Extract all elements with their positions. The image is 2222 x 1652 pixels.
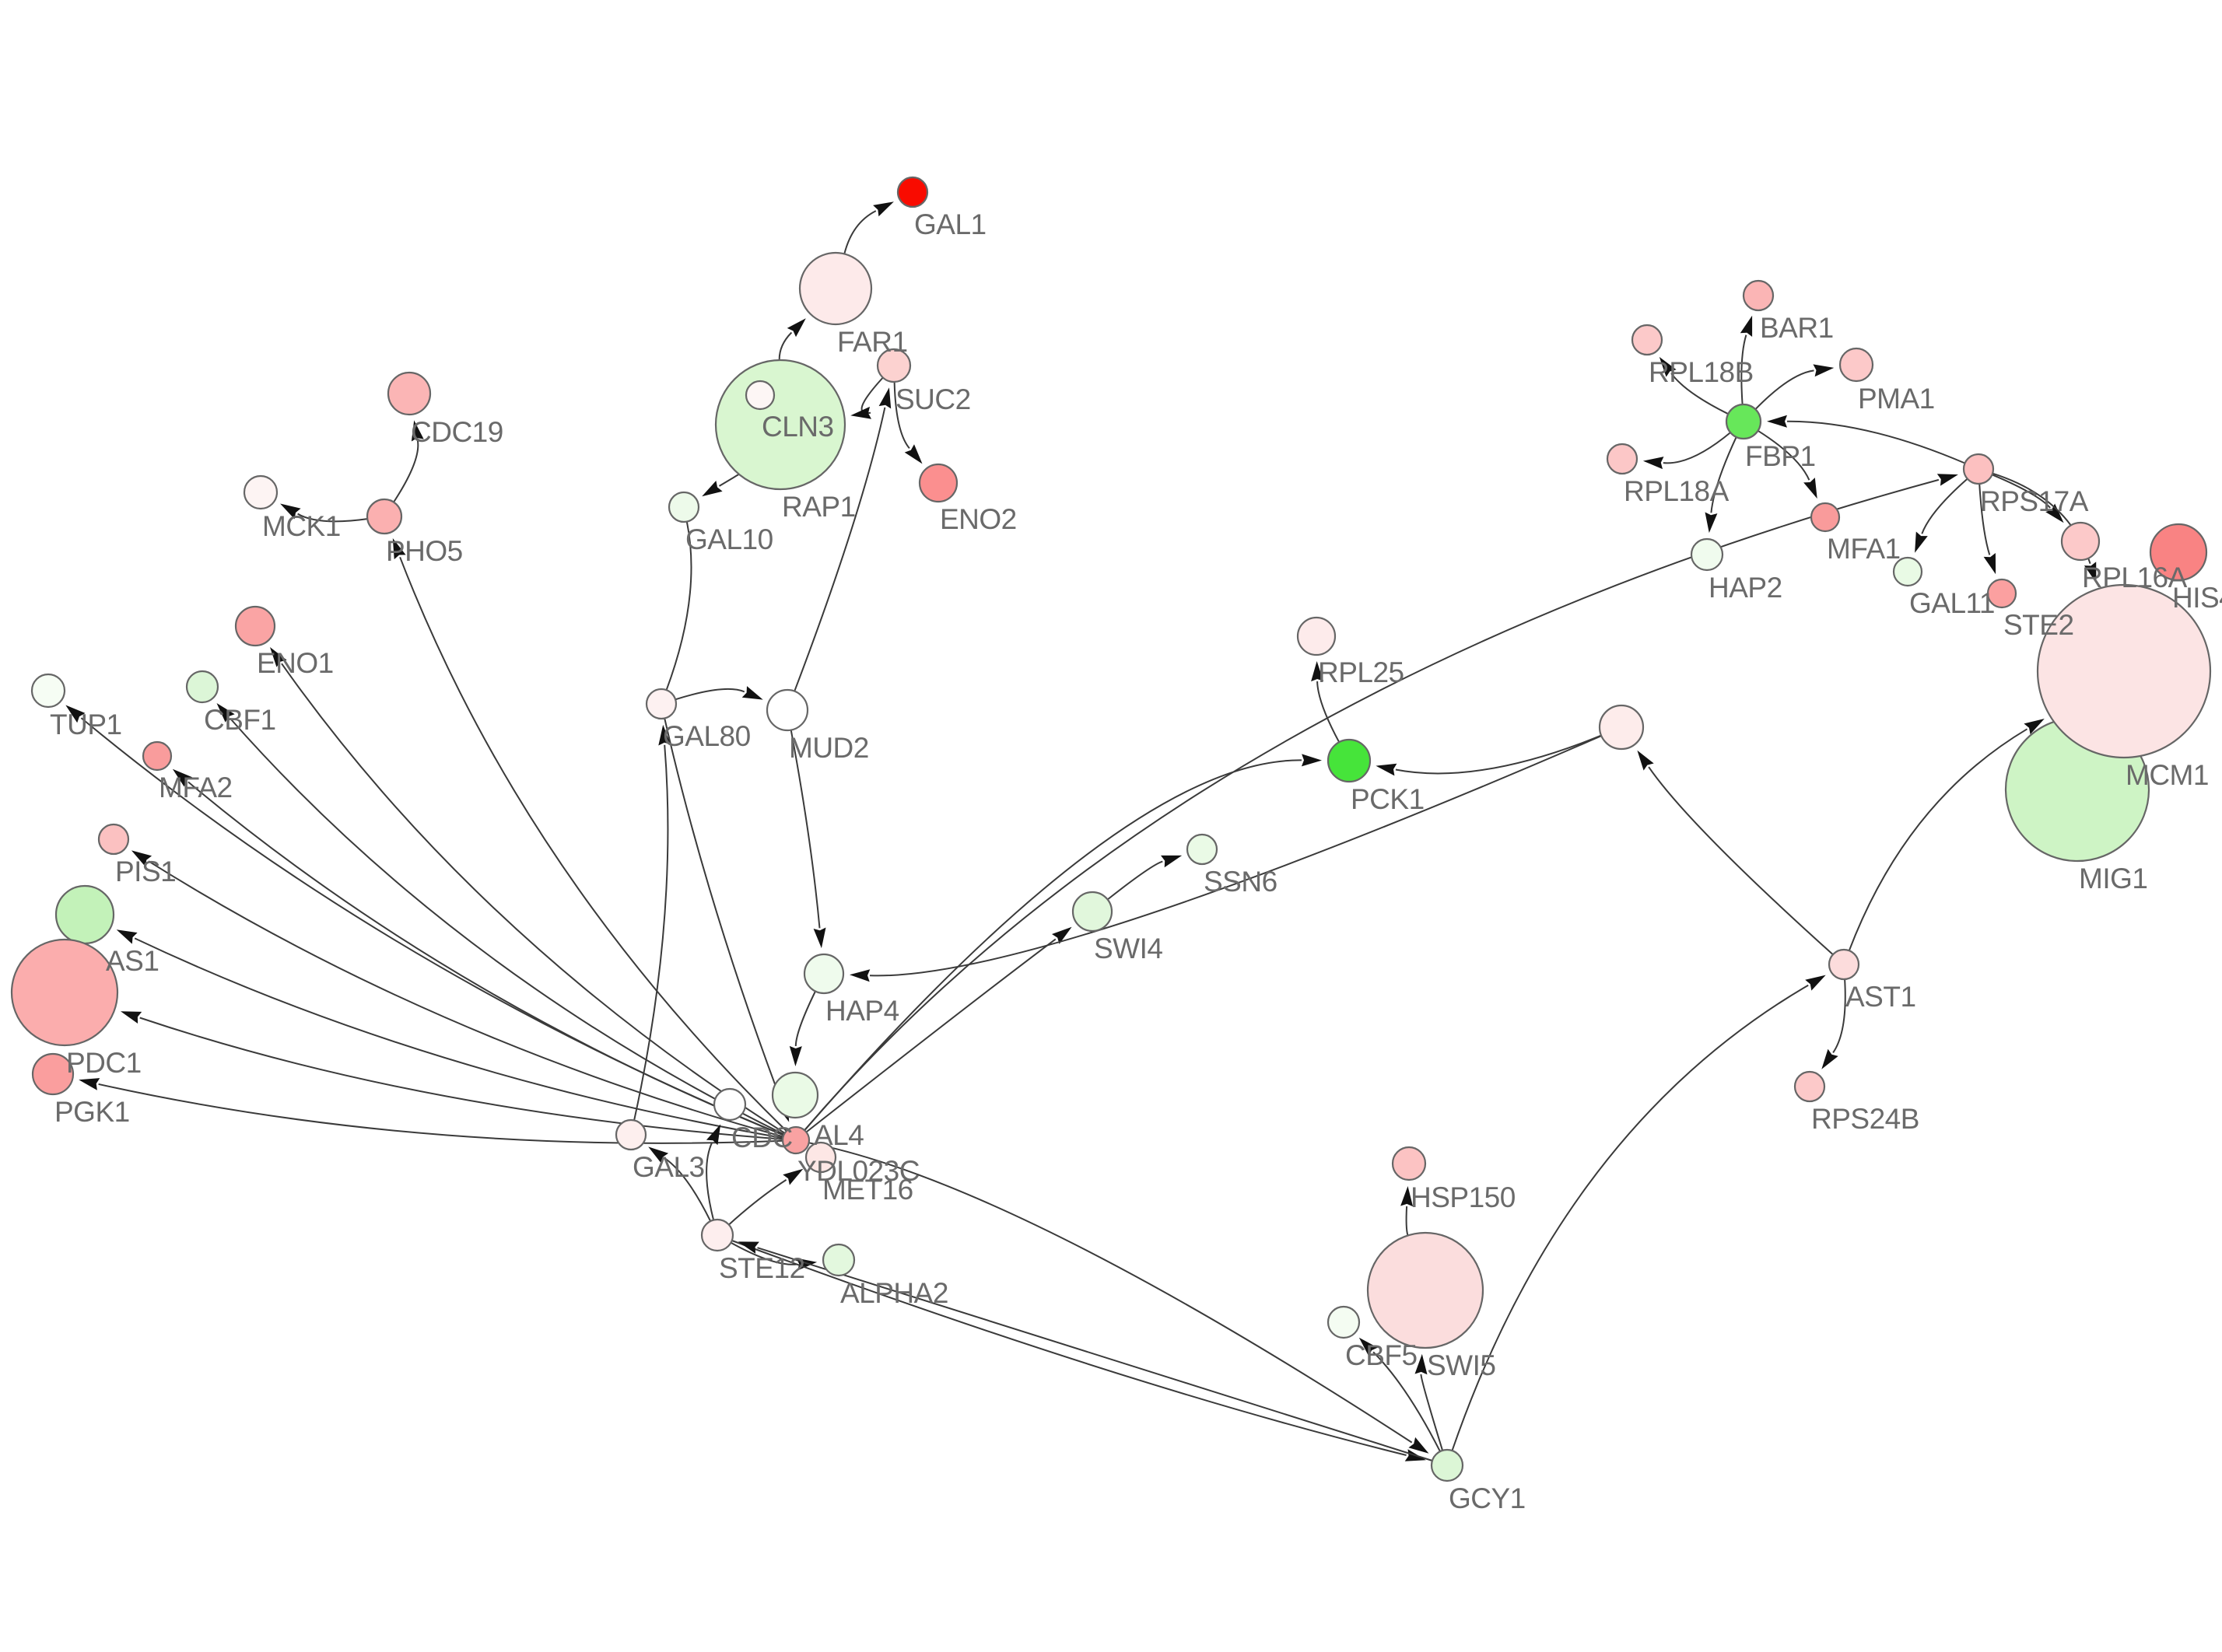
svg-text:RPS17A: RPS17A <box>1980 485 2089 517</box>
svg-text:AST1: AST1 <box>1845 981 1916 1013</box>
svg-text:MCM1: MCM1 <box>2126 759 2209 791</box>
svg-text:PIS1: PIS1 <box>115 856 176 887</box>
svg-text:SUC2: SUC2 <box>895 383 971 415</box>
svg-text:PCK1: PCK1 <box>1351 783 1425 815</box>
svg-text:GAL11: GAL11 <box>1909 587 1995 619</box>
svg-text:ENO1: ENO1 <box>257 647 334 679</box>
svg-text:HAP2: HAP2 <box>1709 572 1782 604</box>
svg-text:STE2: STE2 <box>2003 609 2074 641</box>
svg-text:MCK1: MCK1 <box>262 510 341 542</box>
svg-text:PGK1: PGK1 <box>54 1096 130 1128</box>
svg-text:MIG1: MIG1 <box>2079 863 2147 894</box>
svg-text:ENO2: ENO2 <box>940 503 1017 535</box>
svg-text:PDC1: PDC1 <box>66 1047 142 1079</box>
svg-text:FBP1: FBP1 <box>1745 440 1816 472</box>
svg-text:AL4: AL4 <box>814 1119 864 1151</box>
svg-text:SSN6: SSN6 <box>1204 866 1277 898</box>
svg-text:RPL25: RPL25 <box>1318 656 1404 688</box>
svg-text:MET16: MET16 <box>822 1174 913 1206</box>
svg-text:CDC19: CDC19 <box>411 416 503 448</box>
svg-text:STE12: STE12 <box>719 1252 805 1284</box>
svg-text:TUP1: TUP1 <box>50 709 122 740</box>
svg-text:CLN3: CLN3 <box>762 411 834 443</box>
svg-text:ALPHA2: ALPHA2 <box>840 1277 948 1309</box>
svg-text:YDL023C: YDL023C <box>797 1155 920 1187</box>
svg-text:SWI5: SWI5 <box>1427 1349 1495 1381</box>
svg-text:GAL80: GAL80 <box>663 720 751 752</box>
svg-text:PMA1: PMA1 <box>1858 383 1935 415</box>
svg-text:MUD2: MUD2 <box>789 732 869 764</box>
svg-text:BAR1: BAR1 <box>1760 312 1834 344</box>
svg-text:MFA2: MFA2 <box>159 772 233 803</box>
svg-text:PHO5: PHO5 <box>386 535 463 567</box>
svg-text:AS1: AS1 <box>106 945 159 977</box>
svg-text:MFA1: MFA1 <box>1827 533 1901 565</box>
svg-text:FAR1: FAR1 <box>837 326 908 358</box>
svg-text:HIS4: HIS4 <box>2172 582 2222 614</box>
svg-text:GAL1: GAL1 <box>914 208 987 240</box>
svg-text:CBF1: CBF1 <box>204 704 276 736</box>
svg-text:CBF5: CBF5 <box>1345 1339 1418 1371</box>
svg-text:HAP4: HAP4 <box>825 995 899 1027</box>
svg-text:GAL10: GAL10 <box>685 523 773 555</box>
svg-text:RPS24B: RPS24B <box>1811 1103 1919 1135</box>
svg-text:RPL18B: RPL18B <box>1649 356 1754 388</box>
svg-text:RAP1: RAP1 <box>782 491 856 523</box>
svg-text:CDC: CDC <box>731 1122 793 1153</box>
svg-text:GAL3: GAL3 <box>633 1151 705 1183</box>
svg-text:SWI4: SWI4 <box>1094 933 1162 964</box>
svg-text:HSP150: HSP150 <box>1411 1181 1516 1213</box>
svg-text:RPL18A: RPL18A <box>1624 475 1730 507</box>
svg-text:GCY1: GCY1 <box>1449 1482 1526 1514</box>
svg-text:RPL16A: RPL16A <box>2082 562 2188 593</box>
